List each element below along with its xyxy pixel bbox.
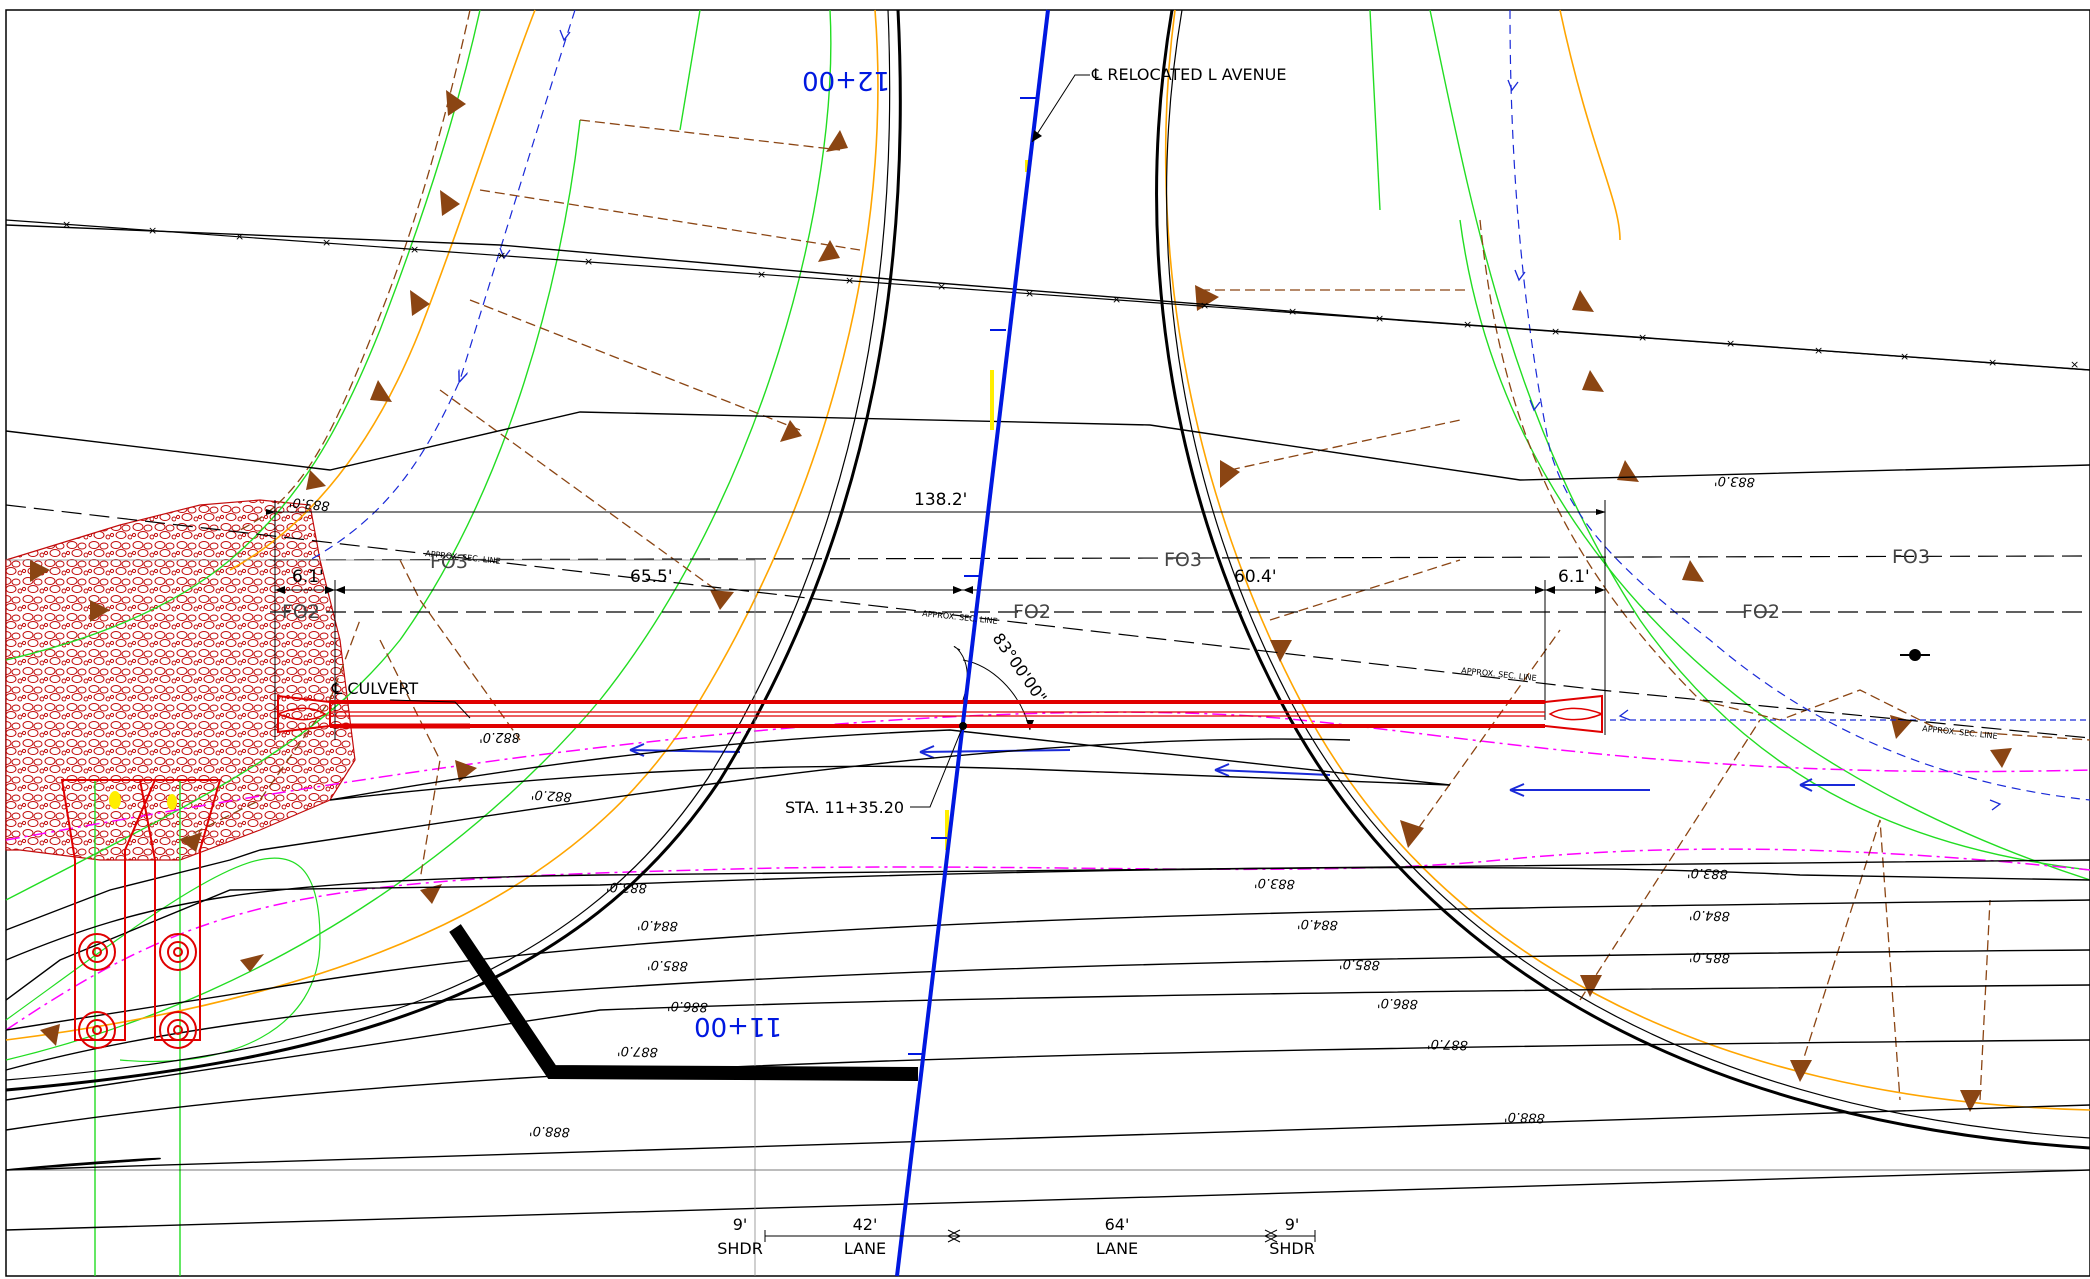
drainage-arrows [499, 29, 2002, 811]
shdr-right-label: SHDR [1269, 1239, 1315, 1258]
contour-label-888-left: 888.0' [529, 1123, 570, 1139]
dim-left: 65.5' [630, 567, 673, 587]
contour-label-884-right: 884.0' [1689, 907, 1730, 923]
dimension-labels: 138.2' 6.1' 65.5' 60.4' 6.1' [292, 490, 1590, 587]
contour-lines [5, 224, 2090, 1231]
shdr-right-width: 9' [1285, 1215, 1300, 1234]
svg-text:×: × [1112, 293, 1121, 306]
dim-right: 60.4' [1234, 567, 1277, 587]
contour-labels: 883.0' 883.0' 882.0' 882.0' 883.0' 883.0… [288, 473, 1755, 1139]
lane-left-label: LANE [844, 1239, 886, 1258]
brown-grading-lines [179, 9, 2090, 1101]
fo3-label-left: FO3 [430, 551, 468, 573]
centerline-ticks [908, 97, 1036, 1055]
lane-left-width: 42' [853, 1215, 878, 1234]
contour-label-884-left: 884.0' [637, 917, 678, 933]
flow-arrows [629, 743, 1855, 797]
svg-text:×: × [757, 268, 766, 281]
svg-text:×: × [148, 224, 157, 237]
fence-line: × × × × × × × × × × × × × × × × × × × × × × × [5, 218, 2090, 371]
road-edge-lines [5, 9, 2090, 1150]
guardrail [449, 924, 919, 1081]
svg-text:×: × [1463, 318, 1472, 331]
station-labels: 12+00 11+00 [694, 65, 890, 1041]
contour-label-884-mid: 884.0' [1297, 916, 1338, 932]
svg-text:×: × [937, 280, 946, 293]
culvert [277, 694, 1603, 734]
fo3-label-right: FO3 [1892, 546, 1930, 568]
culvert-leader [389, 699, 471, 719]
svg-text:×: × [497, 249, 506, 262]
contour-label-883-top-left: 883.0' [288, 494, 330, 513]
contour-label-887-left: 887.0' [617, 1043, 658, 1059]
centerline-label: ℄ RELOCATED L AVENUE [1091, 65, 1286, 84]
drop-inlets [60, 779, 222, 1049]
shdr-left-label: SHDR [717, 1239, 763, 1258]
contour-label-886-mid: 886.0' [1377, 995, 1418, 1011]
green-grading-lines [5, 9, 2090, 1276]
section-lines [5, 504, 2090, 739]
svg-text:×: × [1638, 331, 1647, 344]
shdr-left-width: 9' [733, 1215, 748, 1234]
svg-text:×: × [1988, 356, 1997, 369]
contour-label-882-culvert: 882.0' [479, 729, 520, 744]
fo2-label-mid: FO2 [1013, 601, 1051, 623]
svg-text:×: × [1025, 287, 1034, 300]
svg-text:×: × [1900, 350, 1909, 363]
station-11-label: 11+00 [694, 1011, 782, 1041]
svg-text:×: × [410, 243, 419, 256]
svg-text:×: × [1551, 325, 1560, 338]
svg-text:×: × [584, 255, 593, 268]
drainage-lines [309, 9, 2090, 801]
fo3-label-mid: FO3 [1164, 549, 1202, 571]
contour-label-883-top-right: 883.0' [1714, 473, 1755, 489]
contour-label-885-left: 885.0' [647, 957, 688, 973]
svg-text:×: × [2070, 358, 2079, 371]
angle-label: 83°00'00" [989, 629, 1051, 706]
svg-text:×: × [235, 230, 244, 243]
centerline-leader-head [1032, 130, 1042, 142]
station-point-label: STA. 11+35.20 [785, 798, 904, 817]
sec-line-label-4: APPROX. SEC. LINE [1922, 724, 1998, 741]
svg-text:×: × [1288, 305, 1297, 318]
yellow-markers [109, 160, 1029, 850]
contour-label-885-right: 885.0' [1689, 949, 1730, 965]
typical-section: 9' SHDR 42' LANE 64' LANE 9' SHDR [717, 1215, 1316, 1258]
contour-label-883-mid: 883.0' [1254, 875, 1295, 891]
contour-label-883-right: 883.0' [1687, 865, 1728, 881]
station-leader [910, 725, 964, 808]
contour-label-886-left: 886.0' [667, 998, 708, 1014]
svg-text:×: × [62, 218, 71, 231]
contour-label-885-mid: 885.0' [1339, 956, 1380, 972]
dim-right-offset: 6.1' [1558, 567, 1590, 587]
contour-label-888-mid: 888.0' [1504, 1109, 1545, 1125]
svg-text:×: × [1200, 299, 1209, 312]
centerline [895, 9, 1050, 1277]
svg-text:×: × [1726, 337, 1735, 350]
magenta-lines [5, 711, 2090, 1031]
svg-text:×: × [845, 274, 854, 287]
grading-triangles [30, 90, 2012, 1112]
dim-left-offset: 6.1' [292, 567, 324, 587]
fo2-label-right: FO2 [1742, 601, 1780, 623]
fo2-label-left: FO2 [282, 601, 320, 623]
lane-right-width: 64' [1105, 1215, 1130, 1234]
centerline-leader [1031, 74, 1090, 143]
station-12-label: 12+00 [802, 65, 890, 95]
contour-label-883-left: 883.0' [606, 879, 647, 895]
fo-labels: FO3 FO3 FO3 FO2 FO2 FO2 [282, 546, 1930, 623]
contour-label-882-mid: 882.0' [531, 786, 573, 804]
svg-text:×: × [1375, 312, 1384, 325]
dim-total: 138.2' [914, 490, 967, 510]
svg-text:×: × [1814, 344, 1823, 357]
culvert-label: ℄ CULVERT [331, 679, 418, 698]
riprap-area-left [5, 499, 356, 861]
lane-right-label: LANE [1096, 1239, 1138, 1258]
svg-text:×: × [322, 236, 331, 249]
sec-line-label-3: APPROX. SEC. LINE [1461, 666, 1537, 683]
plot-frame-lines [6, 559, 756, 1276]
contour-label-887-mid: 887.0' [1427, 1036, 1468, 1052]
dimension-ticks [275, 586, 1605, 730]
